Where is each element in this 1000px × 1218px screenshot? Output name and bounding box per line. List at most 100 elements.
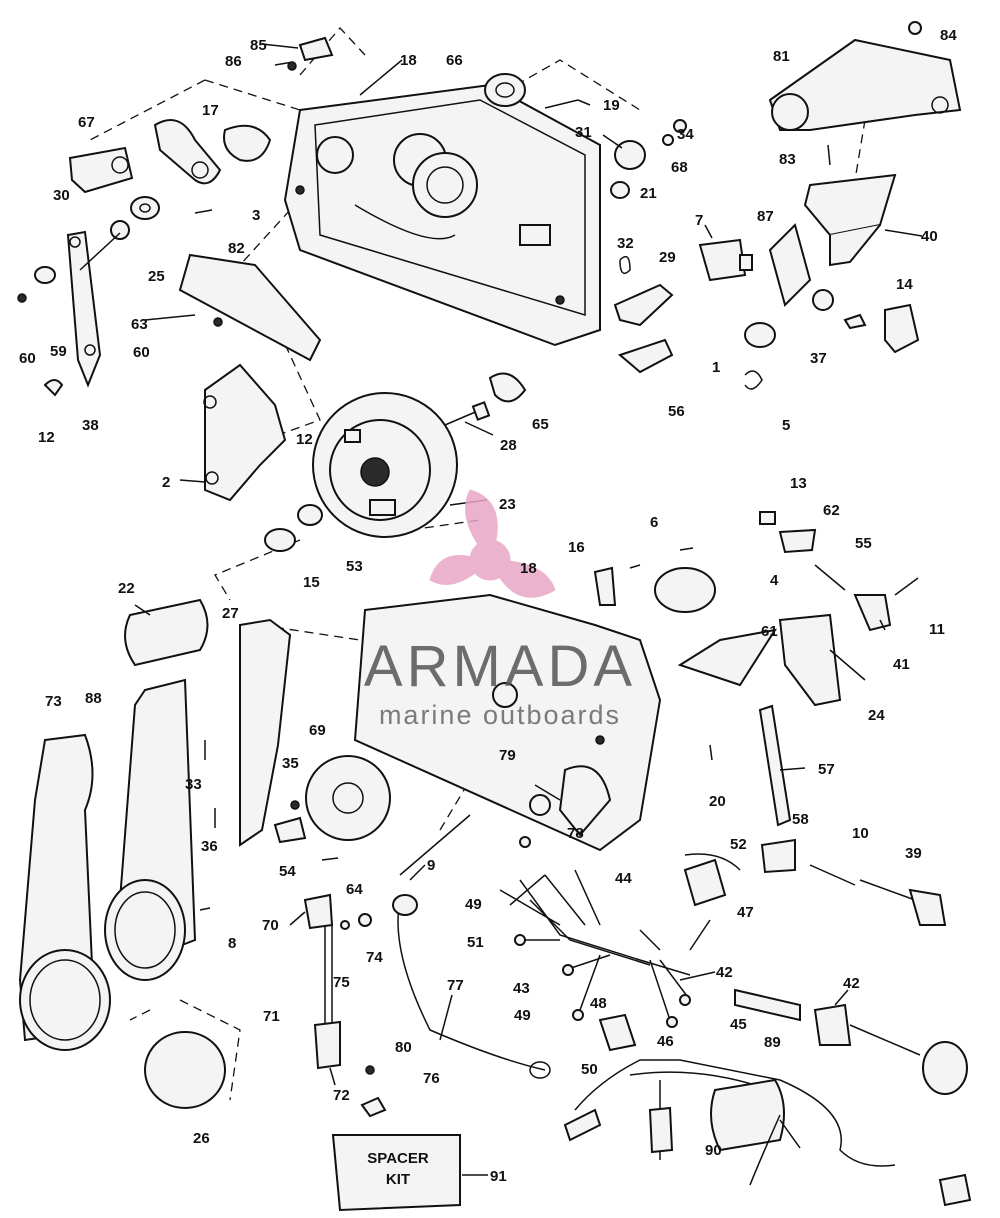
- callout-73: 73: [45, 693, 62, 710]
- part-switch-spring-group: [759, 511, 919, 707]
- callout-21: 21: [640, 185, 657, 202]
- callout-28: 28: [500, 437, 517, 454]
- callout-20: 20: [709, 793, 726, 810]
- callout-88: 88: [85, 690, 102, 707]
- callout-40: 40: [921, 228, 938, 245]
- spacer-kit-line-1: SPACER: [367, 1150, 429, 1167]
- callout-22: 22: [118, 580, 135, 597]
- callout-41: 41: [893, 656, 910, 673]
- callout-9: 9: [427, 857, 435, 874]
- part-27: [239, 618, 292, 847]
- callout-53: 53: [346, 558, 363, 575]
- callout-85: 85: [250, 37, 267, 54]
- spacer-kit-box: SPACER KIT: [331, 1134, 461, 1212]
- callout-11: 11: [929, 621, 945, 638]
- callout-64: 64: [346, 881, 363, 898]
- part-33-36-8: [199, 740, 216, 911]
- callout-52: 52: [730, 836, 747, 853]
- part-26: [144, 1031, 226, 1109]
- part-17-3: [153, 119, 272, 185]
- callout-77: 77: [447, 977, 464, 994]
- part-19-31-34-68-21: [544, 99, 687, 199]
- part-61: [677, 628, 778, 687]
- part-58-10-39: [760, 838, 947, 926]
- callout-50: 50: [581, 1061, 598, 1078]
- brand-tagline: marine outboards: [379, 700, 621, 730]
- callout-72: 72: [333, 1087, 350, 1104]
- callout-70: 70: [262, 917, 279, 934]
- callout-56: 56: [668, 403, 685, 420]
- part-key-switch-group: [698, 223, 920, 390]
- callout-37: 37: [810, 350, 827, 367]
- part-28-65: [444, 372, 527, 426]
- callout-79: 79: [499, 747, 516, 764]
- callout-36: 36: [201, 838, 218, 855]
- part-88: [104, 678, 197, 981]
- part-85-86: [274, 36, 334, 71]
- callout-80: 80: [395, 1039, 412, 1056]
- callout-16: 16: [568, 539, 585, 556]
- callout-86: 86: [225, 53, 242, 70]
- callout-15: 15: [303, 574, 320, 591]
- part-82: [194, 209, 213, 214]
- spacer-kit-line-2: KIT: [386, 1171, 410, 1188]
- callout-84: 84: [940, 27, 957, 44]
- callout-25: 25: [148, 268, 165, 285]
- callout-13: 13: [790, 475, 807, 492]
- callout-83: 83: [779, 151, 796, 168]
- callout-18b: 18: [520, 560, 537, 577]
- callout-1: 1: [712, 359, 720, 376]
- callout-60b: 60: [133, 344, 150, 361]
- callout-3: 3: [252, 207, 260, 224]
- callout-38: 38: [82, 417, 99, 434]
- callout-58: 58: [792, 811, 809, 828]
- callout-12a: 12: [38, 429, 55, 446]
- callout-57: 57: [818, 761, 835, 778]
- callout-14: 14: [896, 276, 913, 293]
- assembly-guide-lines: [89, 27, 871, 1101]
- callout-76: 76: [423, 1070, 440, 1087]
- part-30-25: [110, 196, 160, 240]
- callout-12b: 12: [296, 431, 313, 448]
- callout-31: 31: [575, 124, 592, 141]
- part-50: [598, 1013, 637, 1052]
- part-23: [312, 392, 458, 538]
- part-22: [124, 598, 209, 667]
- callout-45: 45: [730, 1016, 747, 1033]
- callout-8: 8: [228, 935, 236, 952]
- part-32-29-56: [613, 255, 674, 374]
- callout-7: 7: [695, 212, 703, 229]
- callout-62: 62: [823, 502, 840, 519]
- callout-4: 4: [770, 572, 779, 589]
- callout-26: 26: [193, 1130, 210, 1147]
- propeller-logo: [429, 489, 556, 598]
- callout-43: 43: [513, 980, 530, 997]
- callout-46: 46: [657, 1033, 674, 1050]
- callout-69: 69: [309, 722, 326, 739]
- callout-30: 30: [53, 187, 70, 204]
- part-69-35-54-64: [273, 755, 391, 861]
- callout-18a: 18: [400, 52, 417, 69]
- callout-35: 35: [282, 755, 299, 772]
- callout-67: 67: [78, 114, 95, 131]
- part-2: [203, 363, 287, 502]
- part-15-53: [264, 504, 323, 552]
- callout-89: 89: [764, 1034, 781, 1051]
- callout-6: 6: [650, 514, 658, 531]
- callout-74: 74: [366, 949, 383, 966]
- part-42: [734, 988, 968, 1095]
- callout-10: 10: [852, 825, 869, 842]
- callout-44: 44: [615, 870, 632, 887]
- part-16-6-4: [593, 547, 716, 613]
- callout-91: 91: [490, 1168, 507, 1185]
- callout-29: 29: [659, 249, 676, 266]
- callout-66: 66: [446, 52, 463, 69]
- part-52: [683, 853, 741, 907]
- callout-42b: 42: [843, 975, 860, 992]
- part-77: [392, 894, 551, 1079]
- part-89-90: [563, 1059, 972, 1207]
- callout-61: 61: [761, 623, 778, 640]
- callout-71: 71: [263, 1008, 280, 1025]
- callout-49b: 49: [514, 1007, 531, 1024]
